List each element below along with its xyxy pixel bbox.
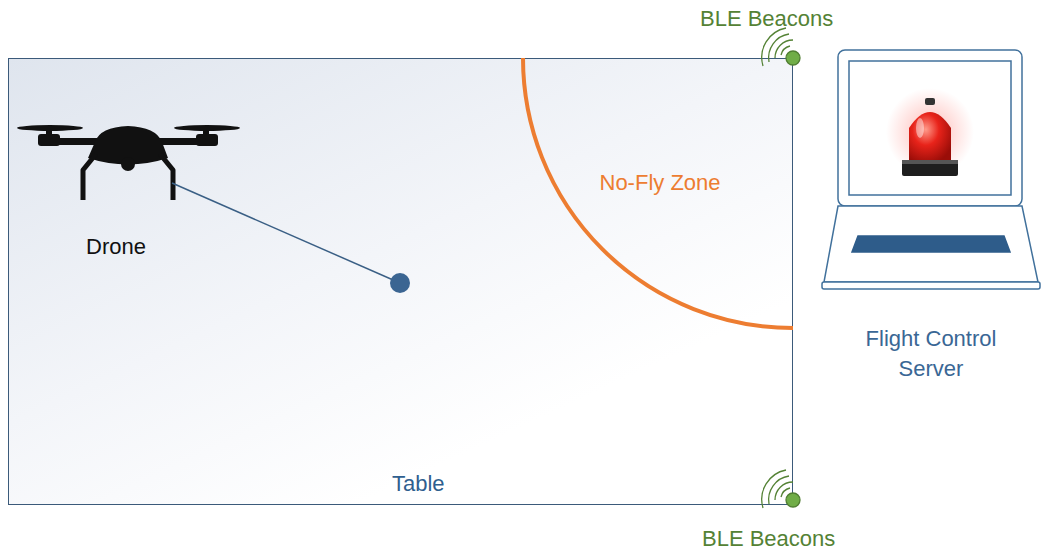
laptop-icon xyxy=(822,50,1040,289)
node-label: No-Fly Zone xyxy=(600,168,721,198)
ble-beacon xyxy=(762,28,800,66)
beacon-label: BLE Beacons xyxy=(702,526,835,552)
drone-label: Drone xyxy=(86,234,146,260)
beacon-label: BLE Beacons xyxy=(700,6,833,32)
no-fly-zone: No-Fly Zone xyxy=(523,58,793,328)
node-label: Flight Control Server xyxy=(841,324,1021,383)
ble-beacon xyxy=(762,470,800,508)
node-label: Table xyxy=(392,469,445,499)
target-dot xyxy=(390,273,410,293)
alarm-siren xyxy=(886,88,974,176)
table-area: Table No-Fly Zone xyxy=(8,58,793,505)
position-line xyxy=(172,183,400,283)
flight-control-server: Flight Control Server xyxy=(822,48,1040,388)
drone-icon xyxy=(17,125,240,200)
zone-arc xyxy=(523,58,793,328)
